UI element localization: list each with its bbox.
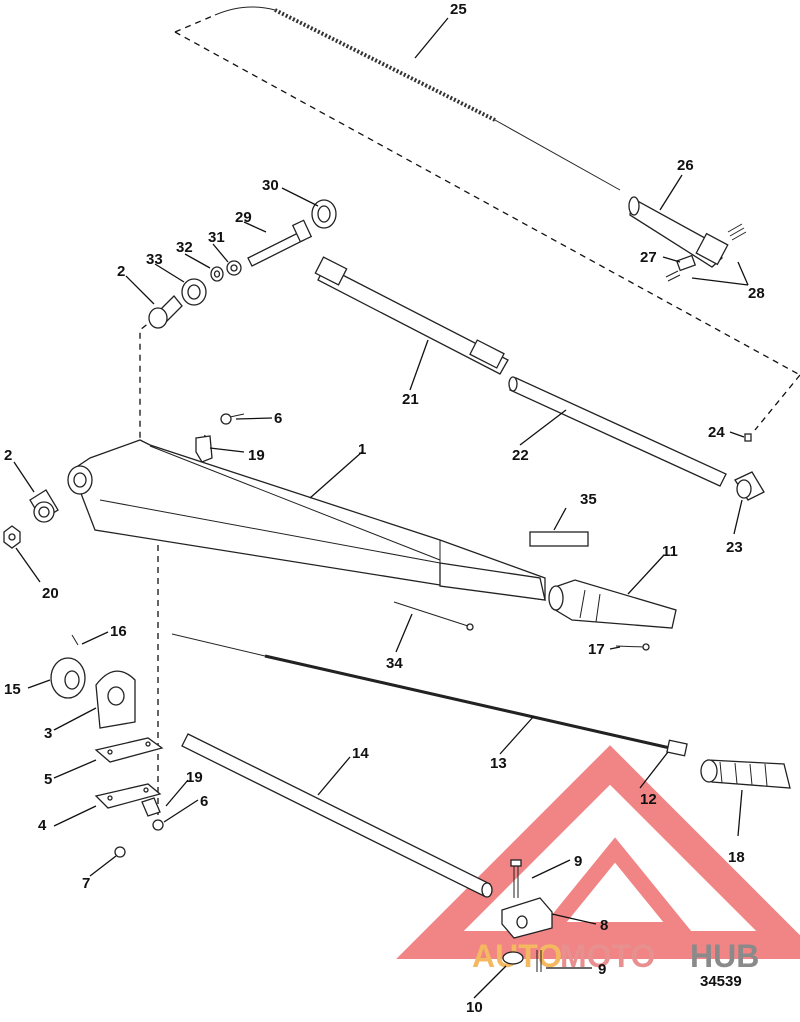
- part-32-washer: [210, 266, 224, 282]
- part-6-screw-top: [220, 413, 245, 425]
- callout-33: 33: [146, 251, 163, 268]
- callout-3: 3: [44, 725, 52, 742]
- part-1-tiller-arm: [67, 439, 546, 601]
- callout-12: 12: [640, 791, 657, 808]
- part-2-bushing-left: [29, 489, 59, 523]
- part-19-bracket-top: [195, 435, 213, 463]
- callout-29: 29: [235, 209, 252, 226]
- part-14-rod: [181, 733, 493, 898]
- part-28-springs: [665, 223, 747, 282]
- part-24-set-screw: [744, 433, 752, 442]
- callout-15: 15: [4, 681, 21, 698]
- part-8-clamp: [501, 897, 553, 939]
- part-26-lever-arm: [628, 196, 729, 268]
- part-31-washer: [226, 260, 242, 276]
- part-21-shaft: [314, 256, 509, 375]
- part-29-bolt: [247, 219, 313, 267]
- part-35-decal: [529, 531, 589, 547]
- callout-26: 26: [677, 157, 694, 174]
- callout-10: 10: [466, 999, 483, 1016]
- callout-22: 22: [512, 447, 529, 464]
- callout-28: 28: [748, 285, 765, 302]
- callout-9-upper: 9: [574, 853, 582, 870]
- callout-6-bottom: 6: [200, 793, 208, 810]
- callout-9-lower: 9: [598, 961, 606, 978]
- callout-31: 31: [208, 229, 225, 246]
- callout-35: 35: [580, 491, 597, 508]
- part-11-grip: [548, 579, 677, 629]
- callout-6-top: 6: [274, 410, 282, 427]
- callouts: 25 26 27 28 30 29 31 32 33 2 21 22 24 23…: [4, 1, 765, 1016]
- watermark-text: AUTO MOTO HUB: [472, 938, 759, 974]
- watermark-triangle-logo: [396, 745, 800, 959]
- callout-1: 1: [358, 441, 366, 458]
- part-5-plate: [94, 737, 164, 763]
- part-2-bushing-top: [148, 295, 183, 329]
- part-16-pin: [71, 634, 79, 646]
- part-10-nut: [502, 951, 524, 965]
- callout-27: 27: [640, 249, 657, 266]
- part-9-bolt-upper: [510, 859, 522, 898]
- part-33-bushing: [181, 278, 207, 306]
- part-3-pivot-block: [95, 670, 136, 729]
- callout-8: 8: [600, 917, 608, 934]
- callout-34: 34: [386, 655, 403, 672]
- callout-19-bottom: 19: [186, 769, 203, 786]
- part-30-seal: [311, 199, 337, 229]
- callout-21: 21: [402, 391, 419, 408]
- callout-30: 30: [262, 177, 279, 194]
- part-19-bracket-bottom: [141, 797, 161, 817]
- part-15-friction-disc: [50, 657, 86, 699]
- callout-2-left: 2: [4, 447, 12, 464]
- callout-14: 14: [352, 745, 369, 762]
- callout-23: 23: [726, 539, 743, 556]
- callout-16: 16: [110, 623, 127, 640]
- part-7-screw: [114, 846, 126, 858]
- part-18-throttle-grip: [700, 759, 791, 789]
- callout-18: 18: [728, 849, 745, 866]
- part-4-plate: [94, 783, 162, 809]
- figure-number: 34539: [700, 973, 742, 990]
- callout-7: 7: [82, 875, 90, 892]
- callout-24: 24: [708, 424, 725, 441]
- part-23-collar: [734, 471, 765, 501]
- part-25-throttle-cable: [214, 6, 621, 191]
- callout-5: 5: [44, 771, 52, 788]
- callout-19-top: 19: [248, 447, 265, 464]
- part-22-tube: [508, 376, 727, 487]
- part-20-nut: [3, 525, 21, 549]
- assembly-dashed-lines: [139, 14, 800, 820]
- callout-32: 32: [176, 239, 193, 256]
- callout-17: 17: [588, 641, 605, 658]
- part-17-screw: [615, 643, 650, 651]
- part-13-cable: [171, 633, 688, 757]
- callout-4: 4: [38, 817, 47, 834]
- callout-13: 13: [490, 755, 507, 772]
- callout-2-top: 2: [117, 263, 125, 280]
- callout-11: 11: [662, 543, 678, 560]
- callout-25: 25: [450, 1, 467, 18]
- callout-20: 20: [42, 585, 59, 602]
- part-27-clip: [675, 254, 697, 272]
- part-34-pin: [393, 601, 474, 631]
- part-6-screw-bottom: [152, 819, 164, 831]
- part-9-bolt-lower: [536, 950, 542, 972]
- watermark-hub: HUB: [690, 938, 759, 974]
